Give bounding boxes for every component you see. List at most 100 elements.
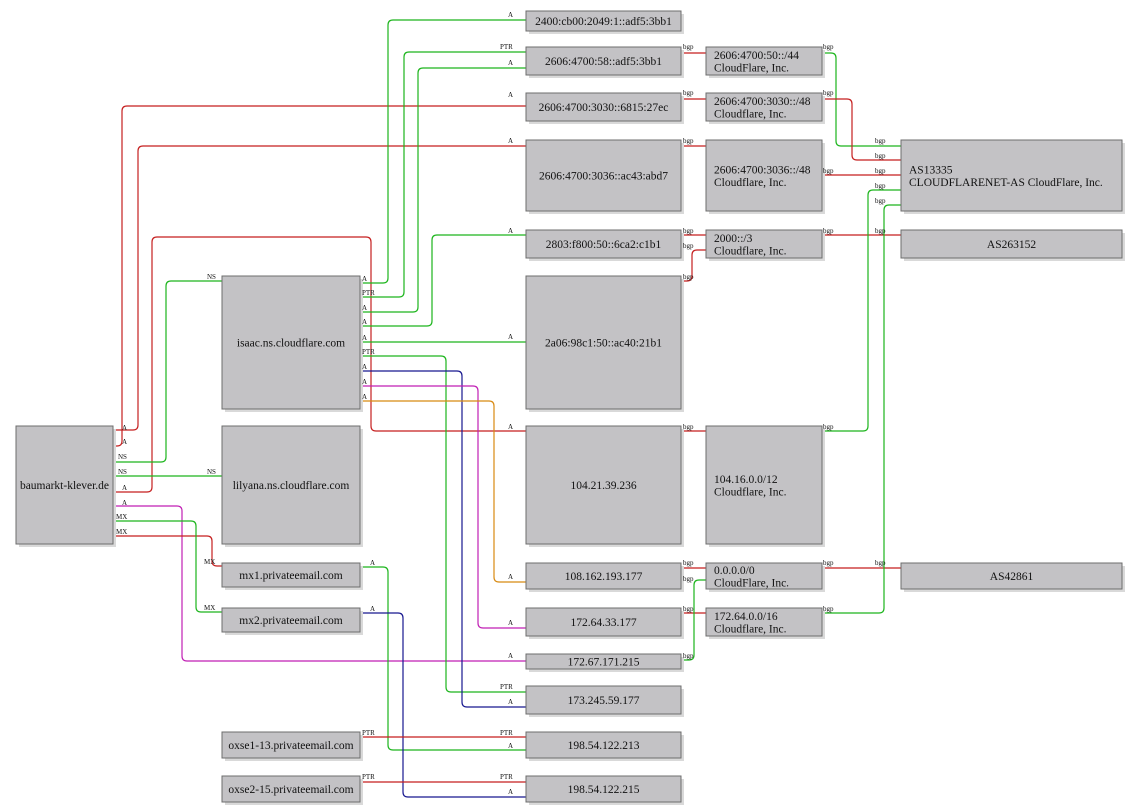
node-oxse1[interactable]: oxse1-13.privateemail.com [221, 731, 363, 761]
edge-a-172a [360, 385, 526, 629]
node-oxse2[interactable]: oxse2-15.privateemail.com [221, 775, 363, 805]
edge-label: NS [118, 453, 127, 461]
node-baumarkt[interactable]: baumarkt-klever.de [15, 425, 116, 547]
edge-label: A [508, 698, 513, 706]
node-as263152[interactable]: AS263152 [900, 229, 1125, 261]
node-box [525, 10, 682, 32]
node-box [705, 425, 823, 545]
node-label: 2606:4700:3030::/48 [714, 96, 811, 108]
node-ip172b[interactable]: 172.67.171.215 [525, 653, 684, 672]
node-label: 0.0.0.0/0 [714, 565, 755, 577]
node-box [525, 229, 682, 259]
edge-label: bgp [823, 89, 834, 97]
edge-label: A [508, 91, 513, 99]
edge-label: A [362, 393, 367, 401]
edge-label: PTR [500, 729, 513, 737]
node-ip2803[interactable]: 2803:f800:50::6ca2:c1b1 [525, 229, 684, 261]
edge-label: A [508, 11, 513, 19]
node-ip104[interactable]: 104.21.39.236 [525, 425, 684, 547]
edge-label: A [362, 304, 367, 312]
node-label: 2606:4700:3030::6815:27ec [539, 102, 669, 114]
edge-label: A [508, 788, 513, 796]
edge-bgp-as-172 [822, 204, 901, 614]
node-label: 172.64.33.177 [570, 617, 636, 629]
node-isaac[interactable]: isaac.ns.cloudflare.com [221, 275, 363, 412]
node-box [525, 139, 682, 212]
node-box [525, 731, 682, 759]
node-ip2400[interactable]: 2400:cb00:2049:1::adf5:3bb1 [525, 10, 684, 34]
node-label: Cloudflare, Inc. [714, 108, 787, 120]
node-label: CloudFlare, Inc. [714, 577, 789, 589]
node-label: 104.21.39.236 [570, 480, 636, 492]
edge-bgp-net0b [681, 579, 706, 661]
edge-label: A [362, 275, 367, 283]
edge-label: A [370, 605, 375, 613]
node-ip198b[interactable]: 198.54.122.215 [525, 775, 684, 805]
node-lilyana[interactable]: lilyana.ns.cloudflare.com [221, 425, 363, 547]
node-box [15, 425, 114, 545]
node-ip2606b[interactable]: 2606:4700:3030::6815:27ec [525, 92, 684, 124]
edge-label: A [508, 652, 513, 660]
edge-label: bgp [875, 559, 886, 567]
node-label: 198.54.122.215 [568, 784, 640, 796]
node-as42861[interactable]: AS42861 [900, 562, 1125, 592]
edge-label: bgp [823, 559, 834, 567]
node-ip172a[interactable]: 172.64.33.177 [525, 607, 684, 639]
edge-bgp-as-104 [822, 189, 901, 432]
edge-label: PTR [362, 729, 375, 737]
node-label: baumarkt-klever.de [20, 480, 109, 492]
node-box [525, 685, 682, 715]
edge-label: bgp [683, 423, 694, 431]
edge-label: A [508, 227, 513, 235]
node-ip108[interactable]: 108.162.193.177 [525, 562, 684, 592]
edge-label: bgp [683, 137, 694, 145]
node-ip2a06[interactable]: 2a06:98c1:50::ac40:21b1 [525, 275, 684, 412]
edge-a-2400 [360, 19, 526, 284]
node-label: isaac.ns.cloudflare.com [237, 338, 345, 350]
node-ip173[interactable]: 173.245.59.177 [525, 685, 684, 717]
edge-label: A [122, 424, 127, 432]
edge-bgp-as-3030 [822, 98, 901, 161]
edge-label: bgp [875, 137, 886, 145]
node-box [705, 46, 823, 76]
node-label: 2000::/3 [714, 233, 753, 245]
node-label: Cloudflare, Inc. [714, 486, 787, 498]
edge-a-173 [360, 370, 526, 708]
node-ip2606c[interactable]: 2606:4700:3036::ac43:abd7 [525, 139, 684, 214]
edge-label: PTR [362, 289, 375, 297]
edge-label: bgp [875, 182, 886, 190]
node-mx2[interactable]: mx2.privateemail.com [221, 607, 363, 635]
node-box [900, 139, 1123, 212]
edge-label: A [362, 318, 367, 326]
edge-a-198a [360, 566, 526, 751]
node-box [221, 275, 361, 410]
node-label: mx2.privateemail.com [239, 615, 343, 627]
node-mx1[interactable]: mx1.privateemail.com [221, 562, 363, 590]
node-ip198a[interactable]: 198.54.122.213 [525, 731, 684, 761]
node-box [525, 46, 682, 76]
edge-ptr-173 [360, 355, 526, 693]
node-ip2606a[interactable]: 2606:4700:58::adf5:3bb1 [525, 46, 684, 78]
node-box [525, 92, 682, 122]
edge-label: A [122, 438, 127, 446]
edge-label: bgp [683, 605, 694, 613]
node-label: 2606:4700:50::/44 [714, 50, 799, 62]
node-label: oxse2-15.privateemail.com [228, 784, 353, 796]
node-box [525, 775, 682, 803]
edge-label: bgp [683, 559, 694, 567]
node-label: Cloudflare, Inc. [714, 245, 787, 257]
node-label: Cloudflare, Inc. [714, 177, 787, 189]
edge-label: MX [116, 513, 127, 521]
node-label: CloudFlare, Inc. [714, 62, 789, 74]
edges [113, 19, 901, 798]
edge-label: MX [204, 604, 215, 612]
edge-label: NS [207, 273, 216, 281]
